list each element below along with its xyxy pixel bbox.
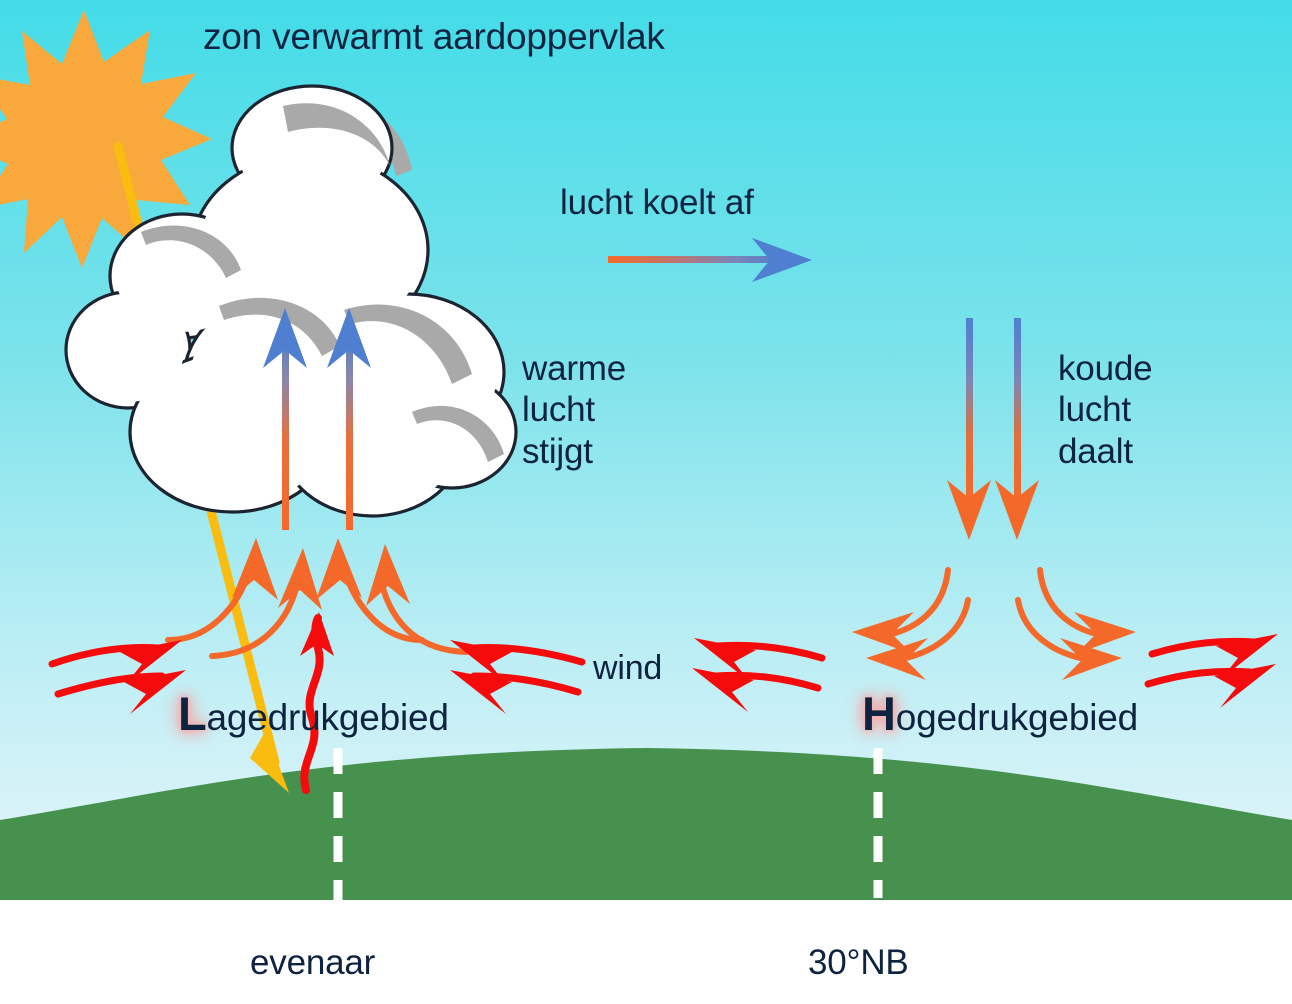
label-wind: wind [593,649,663,687]
high-pressure-initial: H [862,687,896,740]
cooling-transport-arrow-icon [608,238,812,282]
label-high-pressure-area: Hogedrukgebied [862,686,1138,741]
label-low-pressure-area: Lagedrukgebied [178,686,449,741]
diverging-arrowheads [852,612,1136,680]
thermal-squiggle-arrow-icon [300,612,334,794]
updraft-arrow-icon [263,308,371,530]
low-pressure-initial: L [178,687,207,740]
low-pressure-word: agedrukgebied [206,697,449,738]
label-equator: evenaar [250,943,376,982]
earth-ground [0,748,1292,900]
downdraft-arrow-icon [947,318,1039,540]
label-air-cools: lucht koelt af [560,183,754,222]
cloud-shading [141,103,504,462]
page-title: zon verwarmt aardoppervlak [203,16,665,57]
label-cold-air-sinks: koude lucht daalt [1058,349,1153,471]
label-latitude-30-north: 30°NB [808,943,909,982]
wind-arrowheads [120,634,1278,714]
label-warm-air-rises: warme lucht stijgt [522,349,627,471]
high-pressure-word: ogedrukgebied [895,697,1138,738]
converging-arrowheads [232,538,410,610]
sun-starburst-icon [0,10,212,268]
